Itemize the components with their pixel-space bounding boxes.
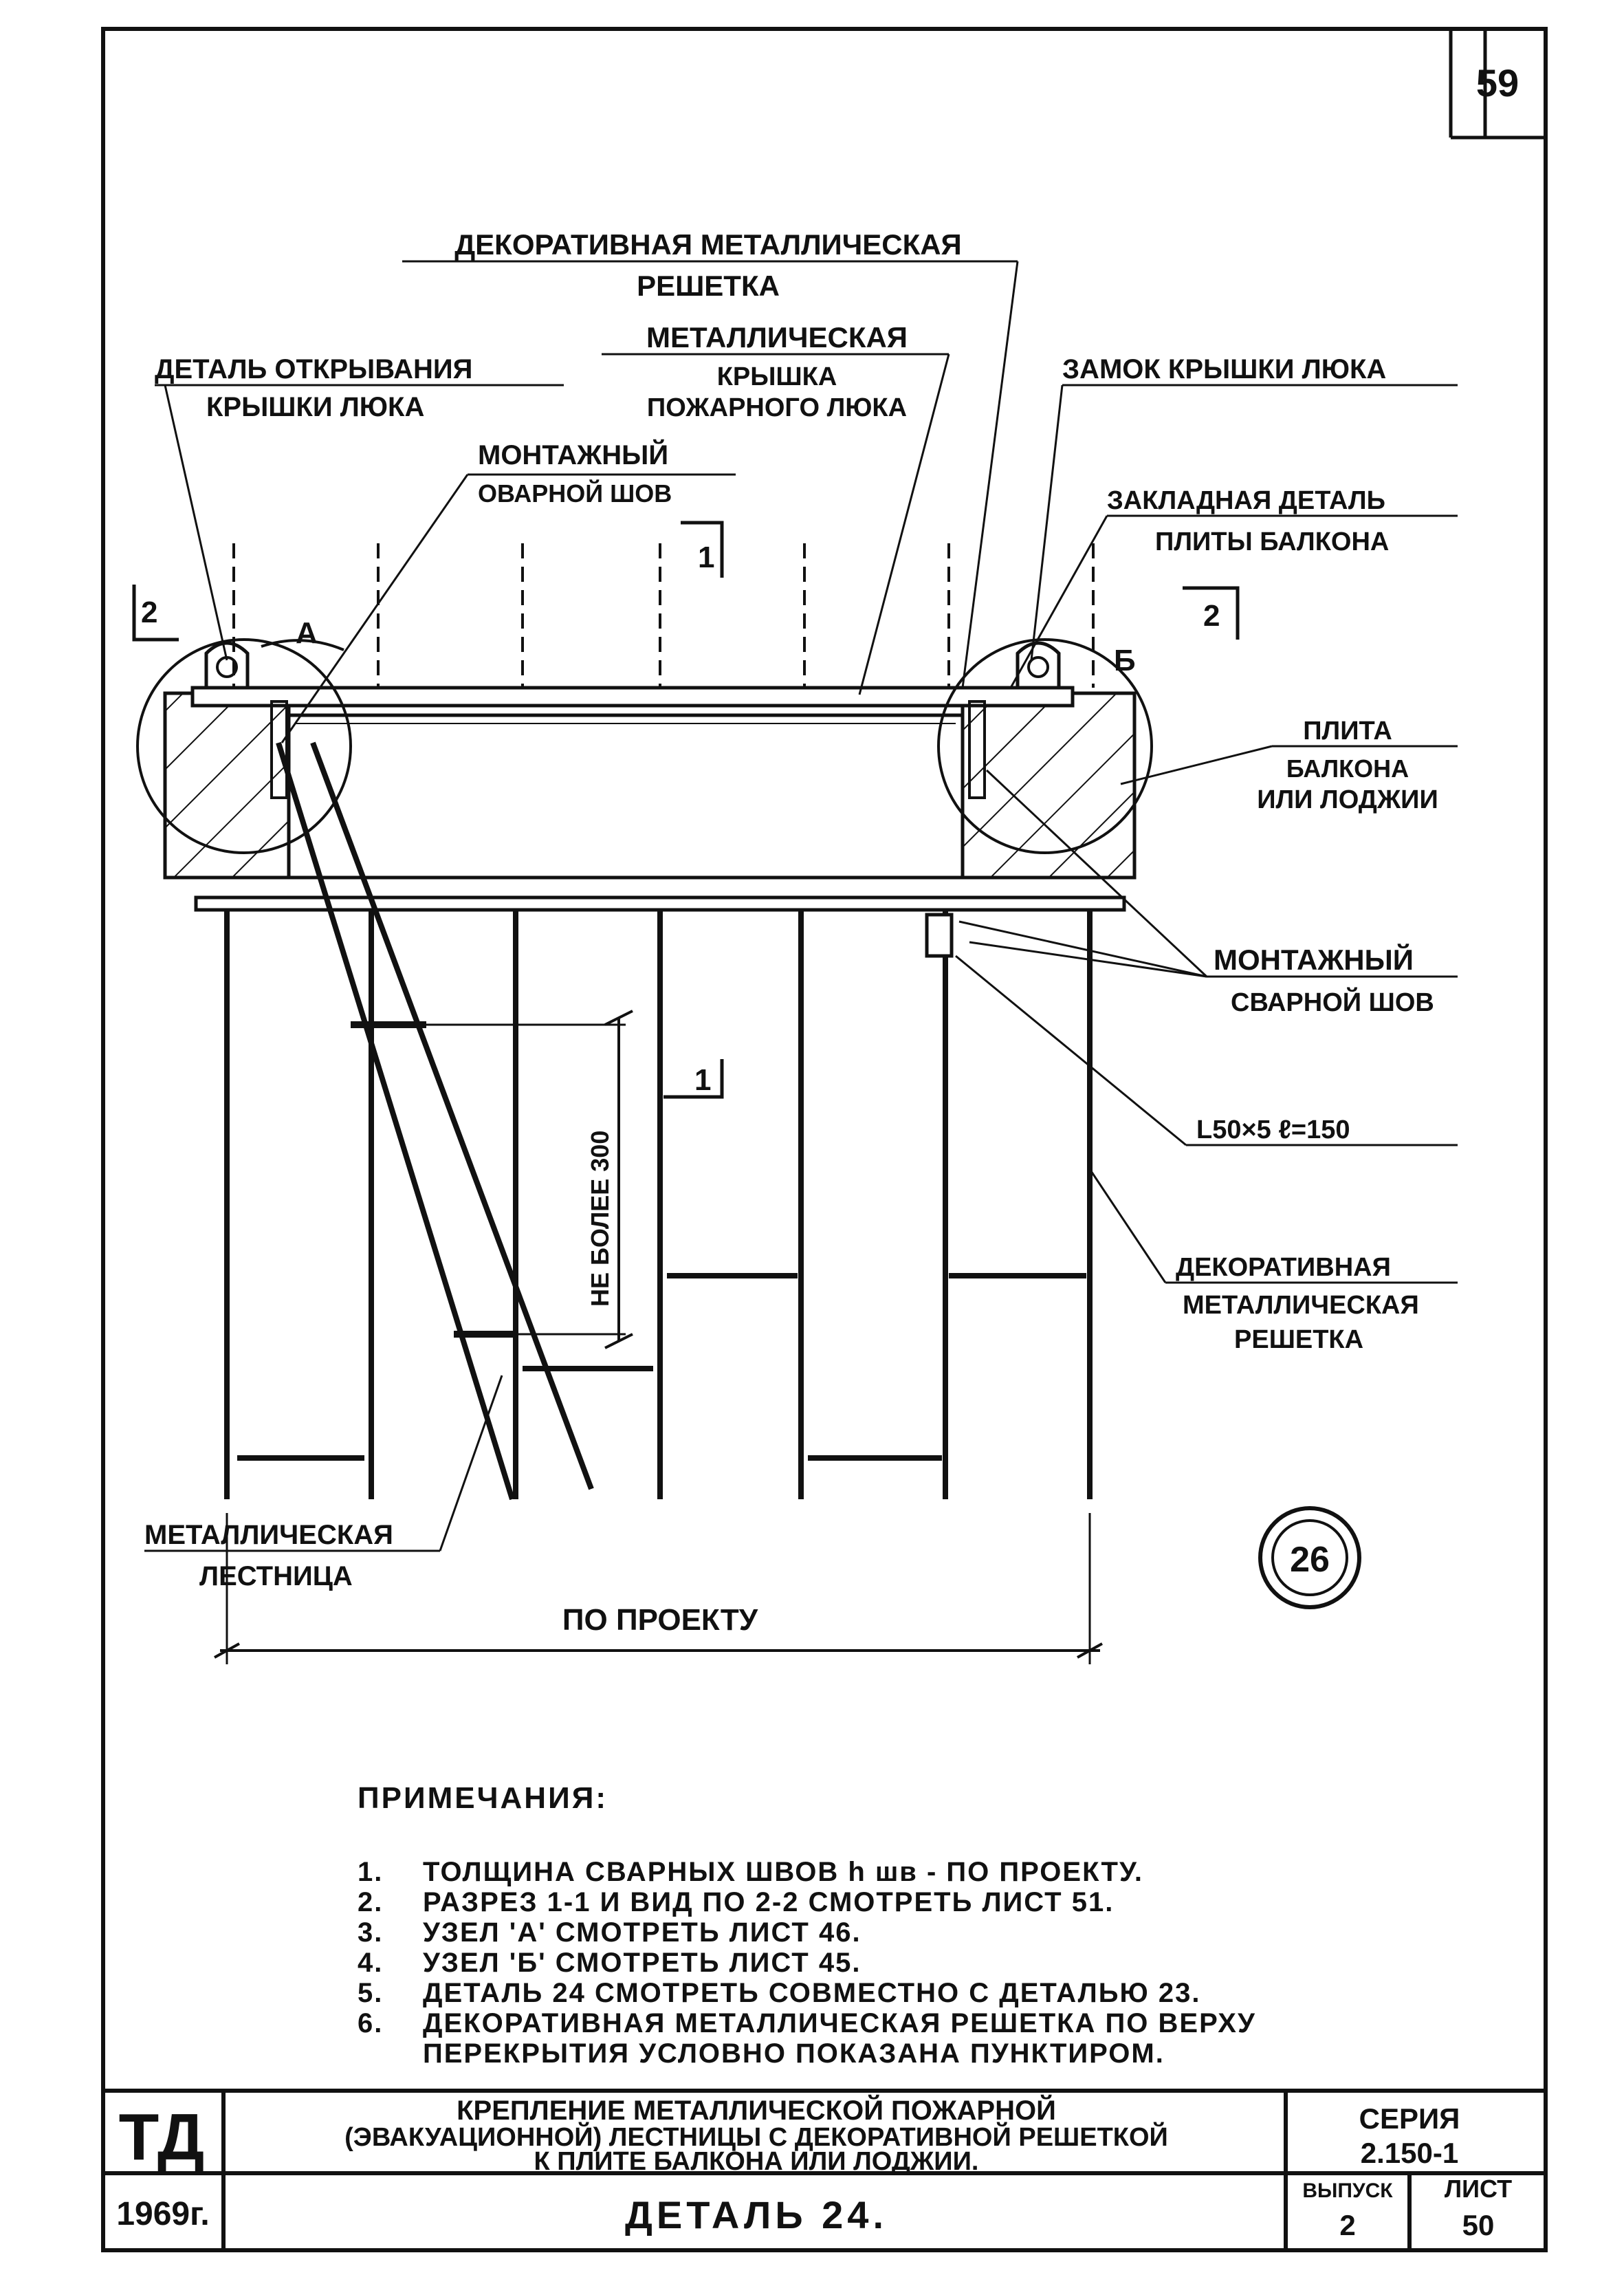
title-block [103,2089,1546,2250]
dimension-span: ПО ПРОЕКТУ [214,1513,1103,1664]
label-angle-profile: L50×5 ℓ=150 [1196,1115,1350,1144]
detail-name: ДЕТАЛЬ 24. [625,2193,888,2236]
title-line-1: КРЕПЛЕНИЕ МЕТАЛЛИЧЕСКОЙ ПОЖАРНОЙ [457,2094,1056,2126]
series-value: 2.150-1 [1361,2137,1458,2169]
node-b-label: Б [1114,644,1136,677]
metal-ladder [276,741,594,1501]
label-embedded-2: ПЛИТЫ БАЛКОНА [1155,527,1389,556]
note-item: 3. УЗЕЛ 'А' СМОТРЕТЬ ЛИСТ 46. [358,1917,1389,1948]
lock-detail [968,641,1061,799]
hinge-detail [204,641,288,799]
note-text: РАЗРЕЗ 1-1 И ВИД ПО 2-2 СМОТРЕТЬ ЛИСТ 51… [423,1887,1115,1917]
title-block-logo: ТД [119,2100,205,2174]
grille-below-slab [194,895,1126,1499]
label-hatch-cover-3: ПОЖАРНОГО ЛЮКА [647,393,907,422]
label-decorative-grille-side-3: РЕШЕТКА [1234,1325,1363,1354]
section-1-top: 1 [698,541,714,574]
sheet-frame [101,27,1548,2252]
leader-lines [144,260,1458,1552]
notes-title: ПРИМЕЧАНИЯ: [358,1781,608,1815]
grille-above-slab [232,543,1095,688]
label-opening-detail-1: ДЕТАЛЬ ОТКРЫВАНИЯ [155,354,472,384]
label-weld-top-2: ОВАРНОЙ ШОВ [478,479,672,508]
note-number: 6. [358,2008,384,2038]
dimension-pitch-label: НЕ БОЛЕЕ 300 [586,1131,614,1307]
sheet-label: ЛИСТ [1445,2175,1512,2203]
section-2-right: 2 [1203,599,1220,633]
note-text: УЗЕЛ 'А' СМОТРЕТЬ ЛИСТ 46. [423,1917,862,1948]
title-line-3: К ПЛИТЕ БАЛКОНА ИЛИ ЛОДЖИИ. [534,2147,979,2176]
label-hatch-cover-1: МЕТАЛЛИЧЕСКАЯ [646,321,908,353]
node-a-circle: А [136,616,352,854]
note-text: УЗЕЛ 'Б' СМОТРЕТЬ ЛИСТ 45. [423,1948,862,1978]
label-slab-1: ПЛИТА [1303,717,1392,745]
detail-mark-number: 26 [1290,1540,1330,1580]
node-b-circle: Б [937,638,1153,854]
label-slab-2: БАЛКОНА [1286,754,1409,783]
label-decorative-grille-side-2: МЕТАЛЛИЧЕСКАЯ [1183,1291,1419,1320]
year: 1969г. [116,2196,209,2232]
issue-label: ВЫПУСК [1302,2179,1393,2202]
label-weld-top-1: МОНТАЖНЫЙ [478,439,668,470]
label-hatch-cover-2: КРЫШКА [717,362,837,391]
note-text: ТОЛЩИНА СВАРНЫХ ШВОВ h шв - ПО ПРОЕКТУ. [423,1857,1143,1887]
label-decorative-grille-top-2: РЕШЕТКА [637,270,780,302]
node-a-label: А [296,616,318,650]
label-opening-detail-2: КРЫШКИ ЛЮКА [206,392,424,422]
label-weld-right-1: МОНТАЖНЫЙ [1214,943,1414,976]
label-ladder-1: МЕТАЛЛИЧЕСКАЯ [144,1520,393,1550]
note-number: 5. [358,1978,384,2008]
note-item: 4. УЗЕЛ 'Б' СМОТРЕТЬ ЛИСТ 45. [358,1948,1389,1978]
notes-block: ПРИМЕЧАНИЯ: 1. ТОЛЩИНА СВАРНЫХ ШВОВ h шв… [358,1781,1389,2069]
note-item: 2. РАЗРЕЗ 1-1 И ВИД ПО 2-2 СМОТРЕТЬ ЛИСТ… [358,1887,1389,1917]
label-embedded-1: ЗАКЛАДНАЯ ДЕТАЛЬ [1107,486,1385,515]
dimension-pitch: НЕ БОЛЕЕ 300 [426,1010,633,1349]
sheet-value: 50 [1462,2209,1495,2241]
label-ladder-2: ЛЕСТНИЦА [199,1561,353,1591]
label-decorative-grille-top-1: ДЕКОРАТИВНАЯ МЕТАЛЛИЧЕСКАЯ [454,228,961,261]
section-1-mid: 1 [694,1063,711,1097]
label-weld-right-2: СВАРНОЙ ШОВ [1231,986,1434,1017]
note-text: ДЕТАЛЬ 24 СМОТРЕТЬ СОВМЕСТНО С ДЕТАЛЬЮ 2… [423,1978,1201,2008]
detail-mark: 26 [1258,1506,1361,1609]
dimension-span-label: ПО ПРОЕКТУ [562,1603,758,1637]
page-number: 59 [1476,61,1519,105]
note-item: 6. ДЕКОРАТИВНАЯ МЕТАЛЛИЧЕСКАЯ РЕШЕТКА ПО… [358,2008,1389,2069]
label-cover-lock: ЗАМОК КРЫШКИ ЛЮКА [1062,354,1386,384]
note-item: 1. ТОЛЩИНА СВАРНЫХ ШВОВ h шв - ПО ПРОЕКТ… [358,1857,1389,1887]
title-line-2: (ЭВАКУАЦИОННОЙ) ЛЕСТНИЦЫ С ДЕКОРАТИВНОЙ … [344,2121,1168,2152]
note-number: 2. [358,1887,384,1917]
note-number: 1. [358,1857,384,1887]
section-markers: 1 1 2 2 [132,521,1240,1099]
issue-value: 2 [1339,2209,1355,2241]
label-decorative-grille-side-1: ДЕКОРАТИВНАЯ [1176,1253,1391,1282]
note-text: ДЕКОРАТИВНАЯ МЕТАЛЛИЧЕСКАЯ РЕШЕТКА ПО ВЕ… [423,2008,1256,2069]
label-slab-3: ИЛИ ЛОДЖИИ [1257,785,1438,814]
series-label: СЕРИЯ [1359,2102,1460,2135]
note-number: 3. [358,1917,384,1948]
note-item: 5. ДЕТАЛЬ 24 СМОТРЕТЬ СОВМЕСТНО С ДЕТАЛЬ… [358,1978,1389,2008]
section-2-left: 2 [141,596,157,629]
note-number: 4. [358,1948,384,1978]
